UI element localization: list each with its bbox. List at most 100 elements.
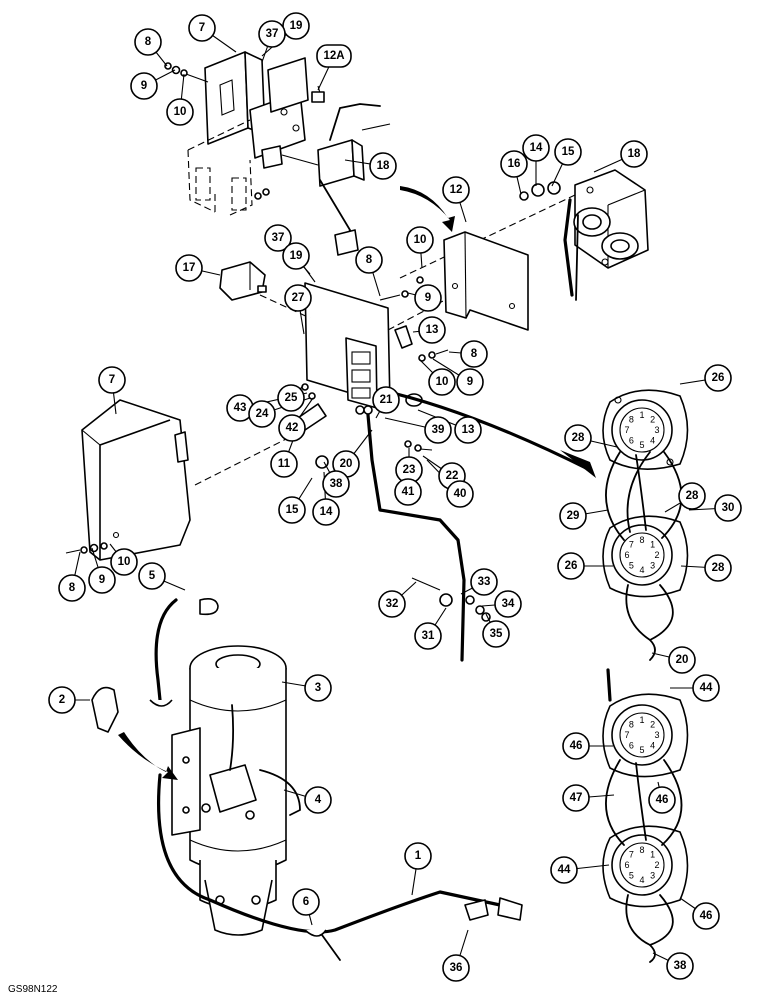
callout-label: 9 — [141, 80, 147, 92]
callout-label: 21 — [380, 394, 393, 406]
callout-9: 9 — [456, 368, 484, 396]
connector-pin-number: 3 — [650, 871, 655, 881]
callout-6: 6 — [292, 888, 320, 916]
connector-pin-number: 3 — [650, 561, 655, 571]
callout-7: 7 — [188, 14, 216, 42]
callout-37: 37 — [264, 224, 292, 252]
callout-44: 44 — [692, 674, 720, 702]
connector-pin-number: 5 — [629, 871, 634, 881]
callout-label: 20 — [676, 654, 689, 666]
callout-label: 38 — [330, 478, 343, 490]
callout-20: 20 — [668, 646, 696, 674]
callout-label: 15 — [562, 146, 575, 158]
connector-pin-number: 3 — [654, 425, 659, 435]
callout-13: 13 — [418, 316, 446, 344]
callout-label: 37 — [266, 28, 279, 40]
connector-pin-number: 2 — [654, 860, 659, 870]
center-panel-assembly — [219, 261, 449, 469]
callout-label: 14 — [320, 506, 333, 518]
callout-3: 3 — [304, 674, 332, 702]
callout-label: 42 — [286, 422, 299, 434]
callout-10: 10 — [110, 548, 138, 576]
callout-35: 35 — [482, 620, 510, 648]
callout-label: 37 — [272, 232, 285, 244]
hardware-nuts-top — [399, 181, 576, 279]
callout-label: 27 — [292, 292, 305, 304]
callout-label: 6 — [303, 896, 309, 908]
callout-label: 16 — [508, 158, 521, 170]
callout-7: 7 — [98, 366, 126, 394]
callout-label: 46 — [656, 794, 669, 806]
bracket-outline — [187, 119, 253, 216]
connector-pin-number: 7 — [629, 849, 634, 859]
callout-28: 28 — [564, 424, 592, 452]
callout-label: 10 — [414, 234, 427, 246]
callout-label: 30 — [722, 502, 735, 514]
callout-label: 9 — [467, 376, 473, 388]
callout-42: 42 — [278, 414, 306, 442]
callout-label: 5 — [149, 570, 156, 582]
callout-label: 28 — [686, 490, 699, 502]
harness-arrowhead — [560, 450, 596, 478]
callout-label: 14 — [530, 142, 543, 154]
callout-37: 37 — [258, 20, 286, 48]
connector-pin-number: 5 — [639, 440, 644, 450]
connector-pin-number: 1 — [650, 849, 655, 859]
connector-pin-number: 6 — [629, 741, 634, 751]
callout-label: 17 — [183, 262, 196, 274]
callout-label: 10 — [118, 556, 131, 568]
connector-pin-number: 4 — [650, 741, 655, 751]
callout-label: 19 — [290, 250, 303, 262]
callout-14: 14 — [522, 134, 550, 162]
callout-14: 14 — [312, 498, 340, 526]
connector-pin-number: 1 — [639, 410, 644, 420]
upper-bracket-assembly — [164, 51, 391, 256]
callout-28: 28 — [678, 482, 706, 510]
callout-18: 18 — [620, 140, 648, 168]
callout-8: 8 — [58, 574, 86, 602]
connector-pin-number: 7 — [629, 539, 634, 549]
callout-11: 11 — [270, 450, 298, 478]
callout-40: 40 — [446, 480, 474, 508]
connector-pin-number: 6 — [629, 436, 634, 446]
callout-47: 47 — [562, 784, 590, 812]
callout-30: 30 — [714, 494, 742, 522]
switch-bracket — [443, 231, 529, 331]
cable-4 — [259, 769, 301, 816]
callout-17: 17 — [175, 254, 203, 282]
relay-17 — [219, 261, 266, 301]
pressure-switch-small — [317, 139, 355, 187]
callout-label: 11 — [278, 458, 291, 470]
callout-label: 26 — [712, 372, 725, 384]
connector-pin-number: 7 — [624, 730, 629, 740]
callout-label: 28 — [712, 562, 725, 574]
callout-label: 39 — [432, 424, 445, 436]
connector-pin-number: 1 — [639, 715, 644, 725]
callout-label: 7 — [109, 374, 115, 386]
callout-label: 7 — [199, 22, 205, 34]
callout-label: 29 — [567, 510, 580, 522]
callout-8: 8 — [134, 28, 162, 56]
callout-5: 5 — [138, 562, 166, 590]
callout-label: 19 — [290, 20, 303, 32]
callout-31: 31 — [414, 622, 442, 650]
callout-10: 10 — [428, 368, 456, 396]
connector-pin-number: 8 — [639, 535, 644, 545]
starter-solenoid — [209, 764, 257, 813]
callout-label: 9 — [99, 574, 105, 586]
callout-15: 15 — [554, 138, 582, 166]
callout-23: 23 — [395, 456, 423, 484]
callout-10: 10 — [406, 226, 434, 254]
callout-44: 44 — [550, 856, 578, 884]
callout-label: 8 — [145, 36, 152, 48]
arrow-pressure-switch — [400, 186, 455, 232]
callout-39: 39 — [424, 416, 452, 444]
callout-label: 2 — [59, 694, 65, 706]
callout-label: 46 — [570, 740, 583, 752]
callout-label: 26 — [565, 560, 578, 572]
callout-16: 16 — [500, 150, 528, 178]
callout-46: 46 — [692, 902, 720, 930]
callout-10: 10 — [166, 98, 194, 126]
callout-label: 47 — [570, 792, 583, 804]
